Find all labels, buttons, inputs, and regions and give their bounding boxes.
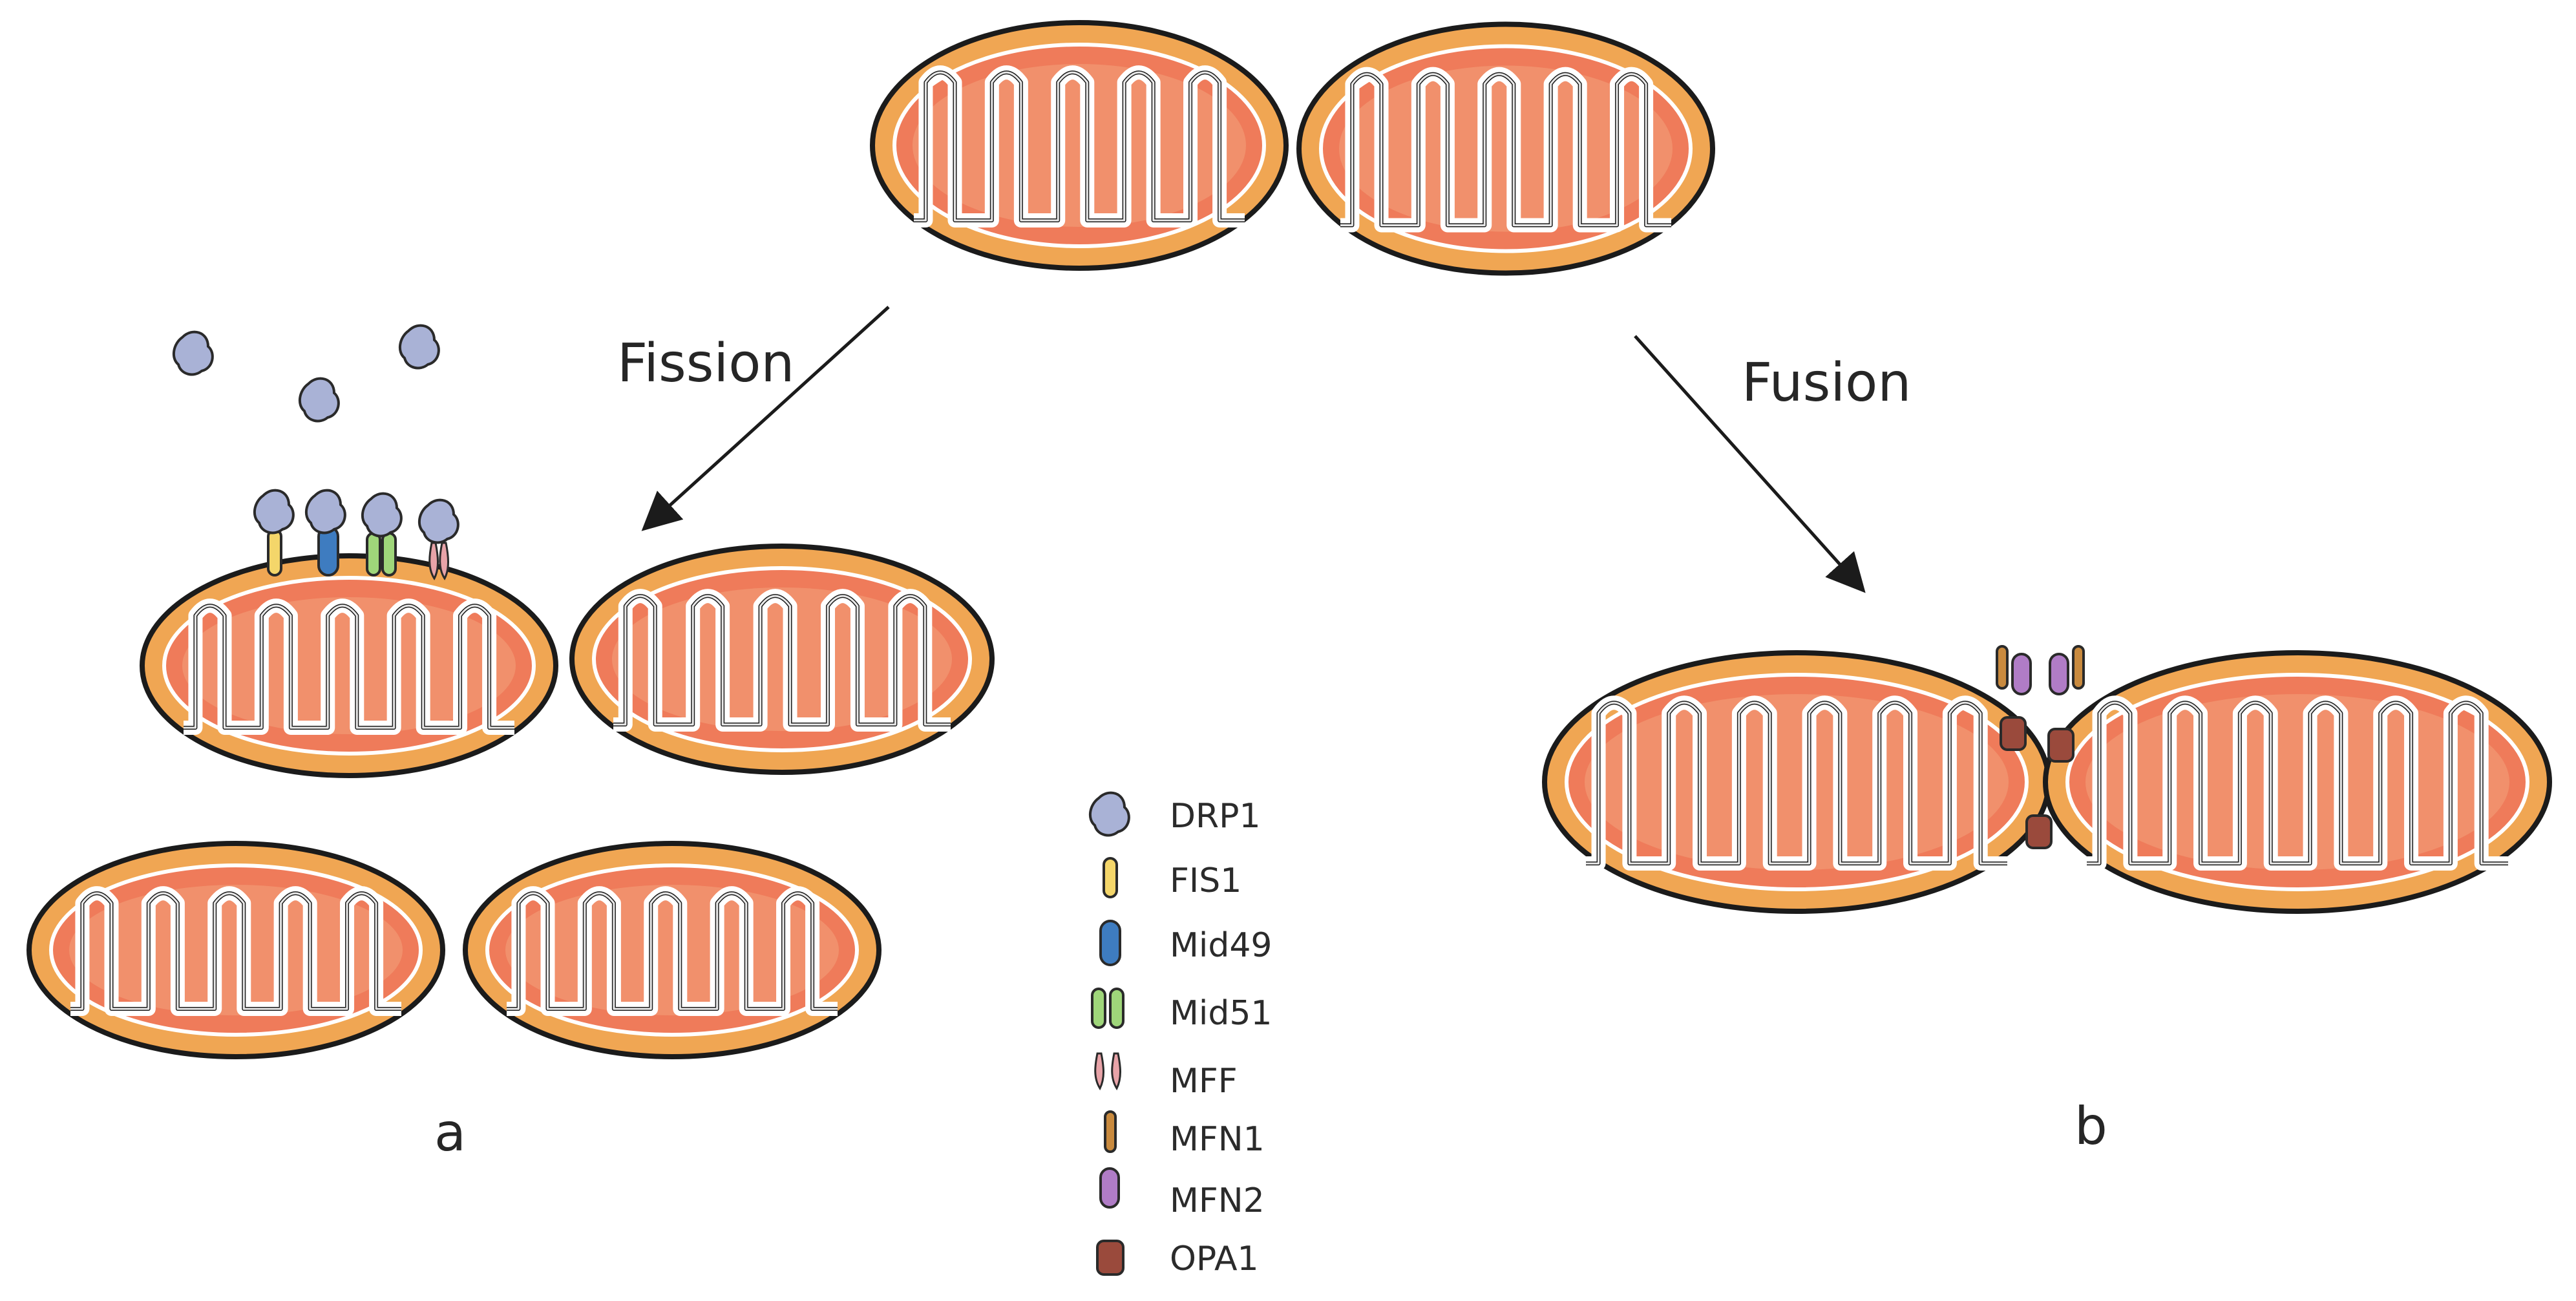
mid49-drp1-complex — [304, 489, 346, 576]
legend-item: MFN1 — [1104, 1110, 1265, 1159]
fis1-legend-icon — [1103, 857, 1118, 898]
legend-label: MFN2 — [1170, 1181, 1265, 1220]
legend-label: DRP1 — [1170, 797, 1261, 836]
mitochondrion-fusion-right — [2043, 650, 2552, 914]
cristae-core — [507, 892, 838, 1010]
mitochondrion-top-left — [870, 20, 1289, 271]
mitochondrion-fusion-left — [1542, 650, 2051, 914]
legend-label: MFF — [1170, 1062, 1238, 1101]
cristae-core — [1586, 701, 2007, 865]
drp1-free-3-icon — [298, 377, 340, 423]
fusion-label: Fusion — [1742, 352, 1911, 414]
drp1-bound-icon — [361, 492, 403, 538]
panel-label-b: b — [2075, 1096, 2107, 1156]
fission-label: Fission — [617, 333, 794, 394]
panel-label-a: a — [434, 1103, 466, 1163]
mitochondrion-fission-4 — [463, 841, 882, 1059]
mitochondrion-top-right — [1296, 21, 1715, 276]
legend-item: FIS1 — [1103, 857, 1241, 900]
legend-item: Mid49 — [1099, 920, 1272, 966]
legend-label: FIS1 — [1170, 862, 1241, 900]
opa1-icon — [2025, 814, 2053, 849]
mfn2-icon — [2049, 653, 2069, 695]
mid51-legend-icon — [1091, 988, 1106, 1029]
mff-legend-icon — [1094, 1052, 1104, 1091]
legend-label: Mid49 — [1170, 926, 1272, 965]
legend-item: DRP1 — [1088, 791, 1261, 837]
cristae-core — [184, 604, 514, 729]
mfn1-icon — [1996, 645, 2009, 690]
mff-icon — [428, 542, 439, 580]
cristae-core — [2087, 701, 2508, 865]
mfn1-icon — [2072, 645, 2085, 690]
mitochondrion-fission-3 — [26, 841, 445, 1059]
mid51-icon — [366, 532, 381, 576]
fusion-arrow — [1634, 335, 1866, 593]
drp1-free-1-icon — [172, 330, 214, 376]
mid49-icon — [317, 525, 339, 576]
drp1-bound-icon — [417, 498, 459, 544]
legend-label: OPA1 — [1170, 1240, 1259, 1278]
mff-legend-icon — [1111, 1052, 1121, 1091]
cristae-core — [70, 892, 401, 1010]
mfn2-legend-icon — [1099, 1167, 1120, 1209]
opa1-legend-icon — [1096, 1240, 1124, 1276]
drp1-legend-icon — [1088, 791, 1130, 837]
matrix-highlight — [2085, 694, 2509, 870]
mitochondrion-fission-1 — [140, 553, 558, 778]
legend-item: OPA1 — [1096, 1240, 1259, 1278]
legend-label: MFN1 — [1170, 1120, 1265, 1159]
matrix-highlight — [1585, 694, 2009, 870]
cristae-core — [613, 595, 951, 726]
mitochondrion-fission-2 — [569, 544, 995, 775]
mid51-drp1-complex — [361, 492, 403, 576]
mff-drp1-complex — [417, 498, 459, 580]
opa1-icon — [2047, 728, 2075, 763]
legend-item: MFF — [1094, 1052, 1238, 1101]
legend: DRP1 FIS1 Mid49 Mid51 MFF MFN1 MFN2 — [1088, 791, 1272, 1278]
legend-label: Mid51 — [1170, 994, 1272, 1033]
fis1-drp1-complex — [253, 489, 295, 576]
cristae-core — [1340, 73, 1671, 226]
cristae-core — [914, 71, 1245, 222]
drp1-bound-icon — [304, 489, 346, 534]
fission-arrow — [641, 306, 890, 531]
mid51-icon — [381, 532, 397, 576]
mid51-legend-icon — [1109, 988, 1124, 1029]
mfn1-legend-icon — [1104, 1110, 1117, 1153]
legend-item: MFN2 — [1099, 1167, 1265, 1220]
drp1-bound-icon — [253, 489, 295, 534]
fusion-proteins — [1996, 645, 2085, 849]
opa1-icon — [2000, 716, 2027, 751]
fis1-icon — [267, 529, 282, 576]
drp1-free-2-icon — [398, 324, 440, 370]
legend-item: Mid51 — [1091, 988, 1272, 1033]
mid49-legend-icon — [1099, 920, 1121, 966]
mfn2-icon — [2011, 653, 2032, 695]
mff-icon — [439, 542, 449, 580]
